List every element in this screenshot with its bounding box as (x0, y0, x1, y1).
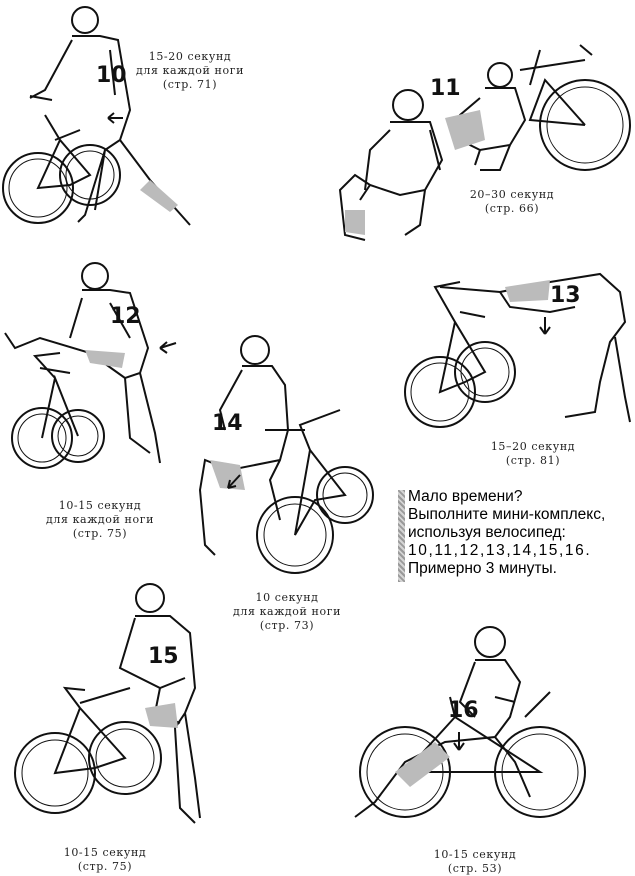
note-line: используя велосипед: (408, 524, 566, 541)
mini-complex-note: Мало времени? Выполните мини-комплекс, и… (398, 488, 614, 588)
caption-line: (стр. 66) (484, 202, 540, 215)
figure-11-caption: 20–30 секунд (стр. 66) (457, 188, 567, 216)
figure-12-drawing: 12 (4, 262, 177, 469)
figure-10-drawing: 10 (2, 6, 191, 226)
figure-11: 11 (330, 40, 631, 250)
figure-number: 10 (96, 63, 127, 88)
caption-line: (стр. 53) (447, 862, 503, 875)
note-text: Мало времени? Выполните мини-комплекс, и… (408, 488, 605, 578)
caption-line: 20–30 секунд (469, 188, 555, 201)
figure-10-caption: 15-20 секунд для каждой ноги (стр. 71) (130, 50, 250, 92)
figure-14: 14 (190, 330, 380, 585)
figure-16-drawing: 16 (354, 626, 586, 818)
figure-12: 12 (0, 258, 190, 488)
note-line: 10,11,12,13,14,15,16. (408, 542, 592, 559)
caption-line: 10 секунд (255, 591, 319, 604)
caption-line: для каждой ноги (232, 605, 342, 618)
figure-13-drawing: 13 (404, 272, 631, 428)
figure-number: 13 (550, 283, 581, 308)
note-line: Примерно 3 минуты. (408, 560, 557, 577)
figure-number: 16 (448, 698, 479, 723)
note-line: Выполните мини-комплекс, (408, 506, 606, 523)
caption-line: 15–20 секунд (490, 440, 576, 453)
figure-14-drawing: 14 (198, 335, 374, 574)
figure-15: 15 (10, 578, 210, 840)
caption-line: для каждой ноги (45, 513, 155, 526)
caption-line: 10-15 секунд (58, 499, 142, 512)
caption-line: (стр. 73) (259, 619, 315, 632)
caption-line: (стр. 75) (72, 527, 128, 540)
note-line: Мало времени? (408, 488, 523, 505)
figure-11-drawing: 11 (338, 44, 631, 241)
caption-line: 15-20 секунд (148, 50, 232, 63)
figure-number: 11 (430, 76, 461, 101)
figure-16: 16 (354, 622, 595, 842)
caption-line: 10-15 секунд (433, 848, 517, 861)
figure-15-drawing: 15 (14, 583, 201, 824)
figure-number: 15 (148, 644, 179, 669)
figure-number: 12 (110, 304, 141, 329)
caption-line: для каждой ноги (135, 64, 245, 77)
caption-line: (стр. 75) (77, 860, 133, 873)
caption-line: (стр. 81) (505, 454, 561, 467)
figure-number: 14 (212, 411, 243, 436)
figure-13: 13 (400, 262, 635, 442)
caption-line: (стр. 71) (162, 78, 218, 91)
figure-14-caption: 10 секунд для каждой ноги (стр. 73) (212, 591, 362, 633)
note-accent-bar (398, 490, 405, 582)
figure-16-caption: 10-15 секунд (стр. 53) (415, 848, 535, 876)
caption-line: 10-15 секунд (63, 846, 147, 859)
figure-15-caption: 10-15 секунд (стр. 75) (45, 846, 165, 874)
figure-10: 10 (0, 0, 200, 245)
figure-12-caption: 10-15 секунд для каждой ноги (стр. 75) (25, 499, 175, 541)
figure-13-caption: 15–20 секунд (стр. 81) (478, 440, 588, 468)
